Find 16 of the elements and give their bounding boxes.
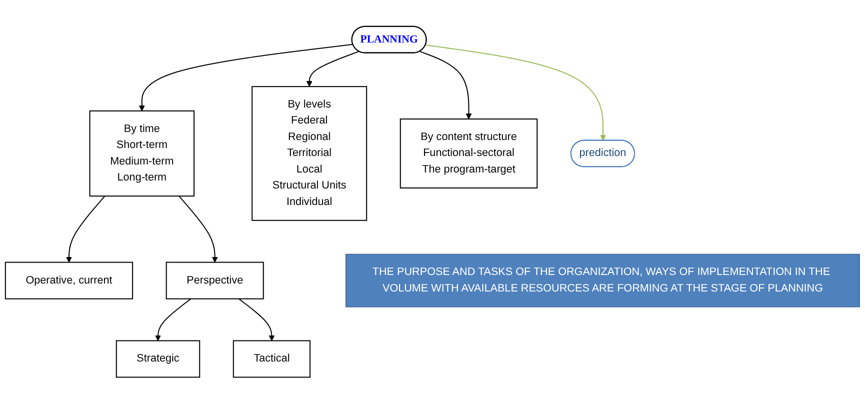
node-box: Operative, current: [4, 261, 134, 299]
node-box: THE PURPOSE AND TASKS OF THE ORGANIZATION, WAYS OF IMPLEMENTATION IN THE VOLUME WITH AVAILABLE RESOURCES ARE FORMING AT THE STAGE OF PLANNING: [346, 254, 860, 307]
arrow: [155, 298, 192, 341]
node-box: By levels Federal Regional Territorial Local Structural Units Individual: [252, 86, 368, 221]
node-box: Perspective: [166, 261, 264, 299]
arrow: [426, 44, 606, 141]
arrow: [306, 50, 360, 87]
arrow: [238, 298, 275, 341]
node-box: Strategic: [116, 340, 200, 378]
arrow: [66, 195, 106, 262]
node-box: By time Short-term Medium-term Long-term: [89, 110, 195, 196]
node-box: Tactical: [232, 340, 311, 378]
arrow: [178, 195, 218, 262]
arrow: [138, 44, 354, 111]
arrow: [420, 50, 472, 119]
node-box: By content structure Functional-sectoral The program-target: [400, 118, 538, 188]
